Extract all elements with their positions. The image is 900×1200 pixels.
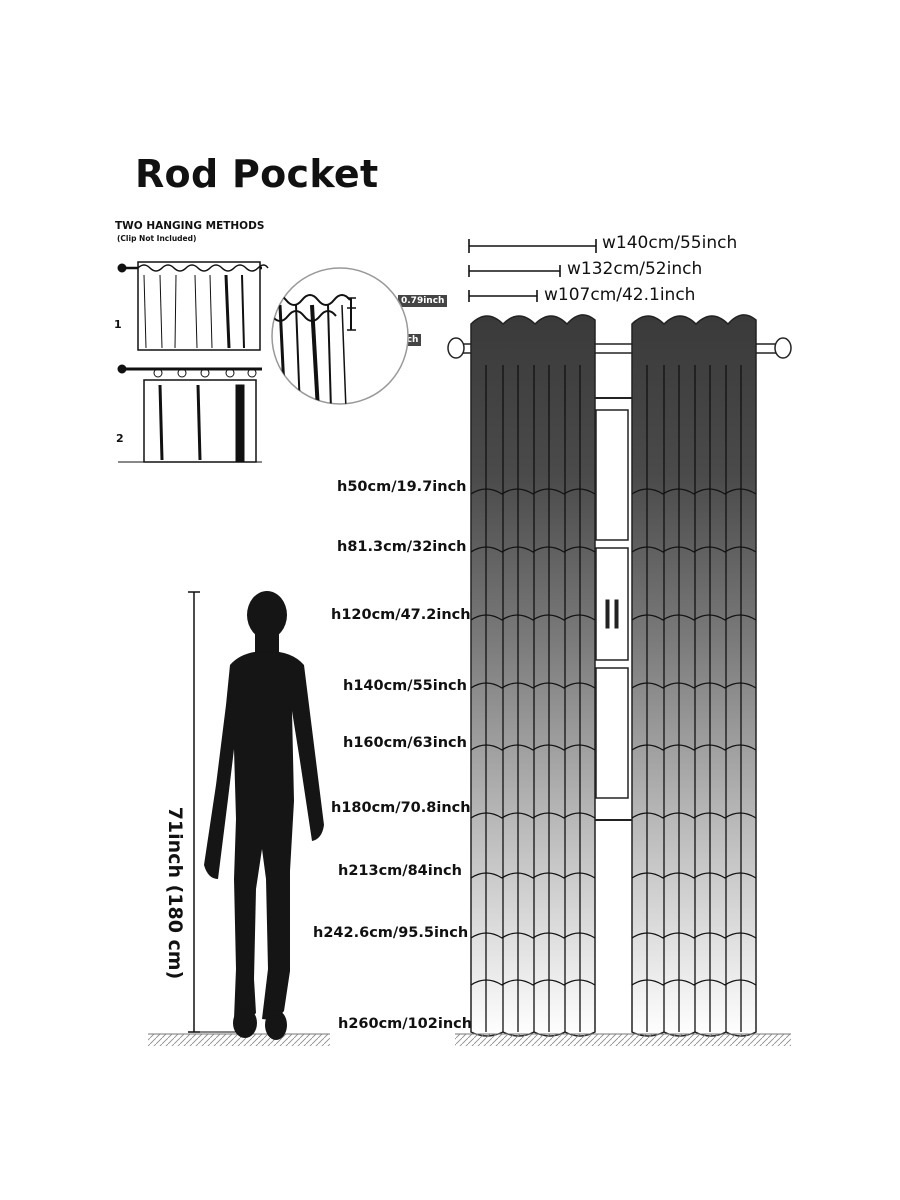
person-height-bracket	[188, 591, 240, 1033]
height-label-9: h260cm/102inch	[338, 1016, 473, 1032]
curtain-panel-right	[631, 314, 757, 1037]
height-label-8: h242.6cm/95.5inch	[313, 925, 469, 941]
width-dimension-lines	[468, 239, 597, 302]
height-label-6: h180cm/70.8inch	[331, 800, 471, 816]
method-1-number: 1	[114, 318, 122, 331]
method-2-number: 2	[116, 432, 124, 445]
floor	[148, 1033, 791, 1046]
rod-pocket-detail-circle	[271, 267, 409, 405]
width-label-1: w140cm/55inch	[602, 233, 738, 253]
height-label-7: h213cm/84inch	[338, 863, 462, 879]
hanging-methods-subtitle: (Clip Not Included)	[117, 234, 197, 243]
width-label-2: w132cm/52inch	[567, 259, 703, 279]
pocket-top-inch: 0.79inch	[398, 295, 448, 307]
hanging-method-2-illustration	[117, 364, 262, 463]
height-label-3: h120cm/47.2inch	[331, 607, 471, 623]
curtain-rod	[447, 337, 792, 359]
height-marker-waves	[470, 488, 757, 986]
height-label-2: h81.3cm/32inch	[337, 539, 467, 555]
window	[589, 397, 635, 821]
page-title: Rod Pocket	[135, 152, 379, 196]
hanging-method-1-illustration	[117, 261, 269, 351]
height-label-5: h160cm/63inch	[343, 735, 467, 751]
height-label-4: h140cm/55inch	[343, 678, 467, 694]
hanging-methods-title: TWO HANGING METHODS	[115, 220, 265, 232]
width-label-3: w107cm/42.1inch	[544, 285, 696, 305]
height-label-1: h50cm/19.7inch	[337, 479, 467, 495]
curtain-panel-left	[470, 314, 596, 1037]
person-silhouette	[204, 591, 324, 1040]
